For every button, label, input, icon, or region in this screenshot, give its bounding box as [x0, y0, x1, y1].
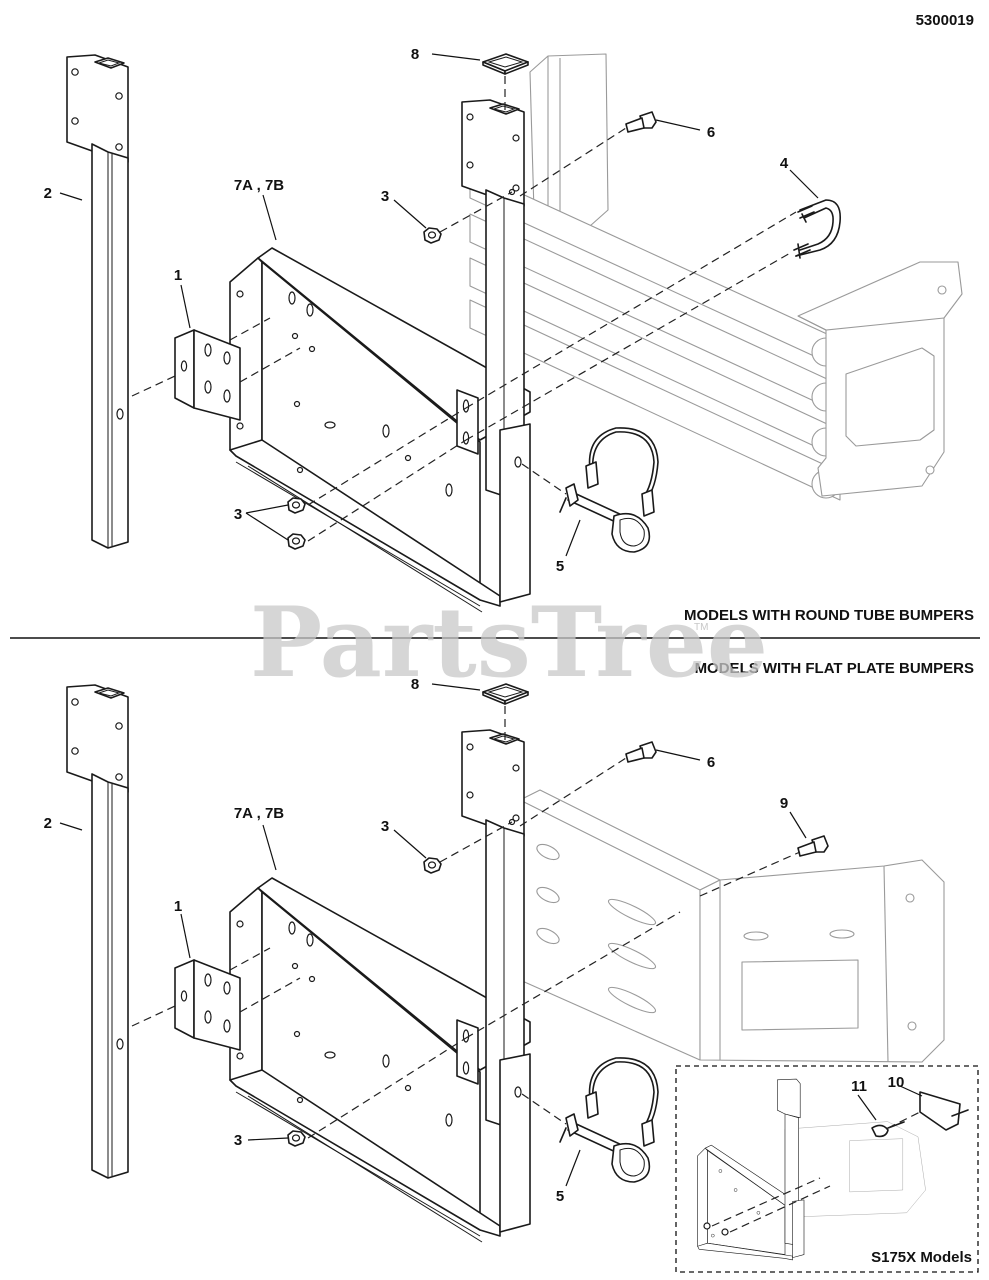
part-7-tray [229, 247, 531, 613]
callout-3: 3 [234, 1132, 242, 1149]
watermark-text: PartsTree [250, 586, 768, 699]
callout-8: 8 [411, 676, 419, 693]
section-heading-flat-plate: MODELS WITH FLAT PLATE BUMPERS [695, 660, 974, 677]
callout-8: 8 [411, 46, 419, 63]
part-1-bracket [174, 329, 241, 421]
callout-3: 3 [381, 188, 389, 205]
part-6-bolt [625, 111, 657, 133]
part-1-bracket [174, 959, 241, 1051]
watermark: PartsTree TM [250, 586, 768, 699]
callout-6: 6 [707, 754, 715, 771]
callout-7a-7b: 7A , 7B [234, 177, 284, 194]
part-2-mounting-post [66, 54, 129, 549]
callout-10: 10 [888, 1074, 905, 1091]
callout-4: 4 [780, 155, 789, 172]
inset-title: S175X Models [871, 1249, 972, 1266]
callout-9: 9 [780, 795, 788, 812]
part-9-bolt [797, 835, 829, 857]
flat-plate-bumper-ghost [519, 789, 945, 1063]
diagram-number: 5300019 [916, 12, 974, 29]
callout-1: 1 [174, 267, 182, 284]
callout-6: 6 [707, 124, 715, 141]
part-8-cap [482, 53, 529, 75]
callout-7a-7b: 7A , 7B [234, 805, 284, 822]
bottom-section-flat-plate: 2 1 7A , 7B 3 3 8 6 9 5 [44, 676, 979, 1273]
callout-3: 3 [381, 818, 389, 835]
top-section-round-tube: 2 1 7A , 7B 3 3 8 6 4 5 [44, 46, 963, 613]
part-3-nut [287, 1130, 306, 1147]
callout-11: 11 [851, 1078, 867, 1095]
part-3-nut [287, 533, 306, 550]
part-3-nut [287, 497, 306, 514]
watermark-trademark: TM [694, 622, 708, 633]
callout-2: 2 [44, 185, 52, 202]
callout-5: 5 [556, 1188, 564, 1205]
inset-s175x: 11 10 S175X Models [675, 1065, 979, 1273]
assembly-lines [131, 76, 797, 542]
part-3-nut [423, 857, 442, 874]
part-4-u-bolt [793, 199, 842, 259]
callout-leaders [59, 53, 819, 557]
assembly-lines [131, 706, 801, 1139]
part-3-nut [423, 227, 442, 244]
callout-1: 1 [174, 898, 182, 915]
callout-leaders [59, 683, 807, 1187]
round-tube-bumper-ghost [469, 53, 963, 501]
part-7-tray [229, 877, 531, 1243]
callout-3: 3 [234, 506, 242, 523]
part-6-bolt [625, 741, 657, 763]
callout-2: 2 [44, 815, 52, 832]
section-heading-round-tube: MODELS WITH ROUND TUBE BUMPERS [684, 607, 974, 624]
callout-5: 5 [556, 558, 564, 575]
part-2-mounting-post [66, 684, 129, 1179]
